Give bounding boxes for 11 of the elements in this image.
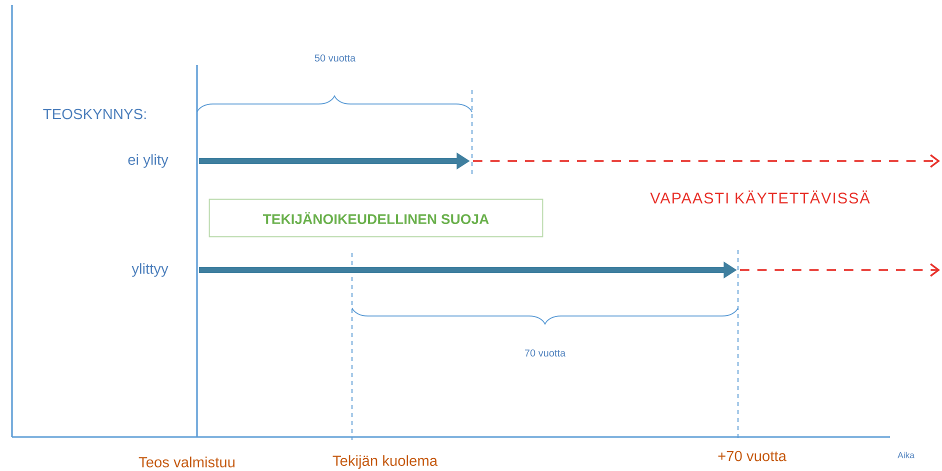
time-label: Teos valmistuu [138,456,234,468]
brace-label: 70 vuotta [524,349,566,357]
row-label: ylittyy [132,263,168,277]
row-label: ei ylity [128,154,168,168]
time-label: +70 vuotta [718,450,786,462]
heading: TEOSKYNNYS: [43,108,146,120]
brace-label: 50 vuotta [314,54,356,62]
status-label: VAPAASTI KÄYTETTÄVISSÄ [650,190,870,204]
axis-label: Aika [898,452,914,458]
text-box: TEKIJÄNOIKEUDELLINEN SUOJA [208,198,544,238]
time-label: Tekijän kuolema [332,455,438,469]
